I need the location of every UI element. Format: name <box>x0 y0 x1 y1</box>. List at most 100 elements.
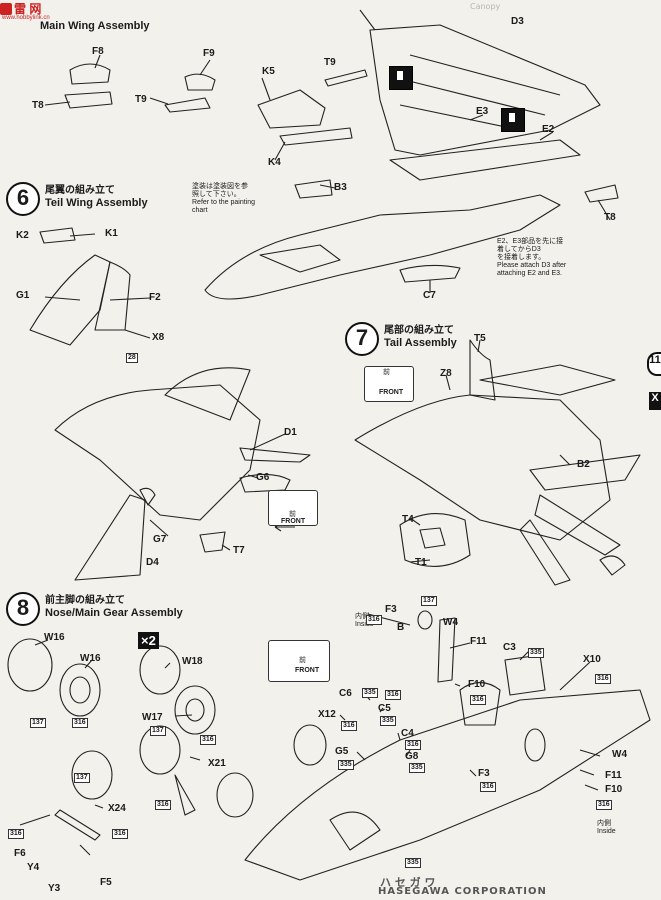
paint-code-badge: 316 <box>366 615 382 625</box>
step-6-number: 6 <box>6 182 40 216</box>
step-6-title-jp: 尾翼の組み立て <box>45 185 115 196</box>
front-direction-box: 前 FRONT <box>268 640 330 682</box>
watermark-title: 雷 网 <box>14 2 42 16</box>
footer-brand-jp: ハ セ ガ ワ <box>380 876 436 889</box>
part-label: F3 <box>385 604 397 615</box>
part-label: F3 <box>478 768 490 779</box>
step-6-title-en: Teil Wing Assembly <box>45 197 148 209</box>
part-label: G7 <box>153 534 167 545</box>
paint-code-badge: 316 <box>595 674 611 684</box>
footer-brand-en: HASEGAWA CORPORATION <box>378 886 547 897</box>
part-label: D1 <box>284 427 297 438</box>
paint-code-badge: 335 <box>380 716 396 726</box>
step-7-number: 7 <box>345 322 379 356</box>
paint-code-badge: 316 <box>385 690 401 700</box>
part-label: K4 <box>268 157 281 168</box>
x-tab: X <box>649 392 661 410</box>
front-direction-box: 前 FRONT <box>364 366 414 402</box>
part-label: T8 <box>32 100 44 111</box>
paint-code-badge: 316 <box>470 695 486 705</box>
part-label: F11 <box>605 770 622 781</box>
paint-code-badge: 137 <box>421 596 437 606</box>
paint-code-badge: 28 <box>126 353 138 363</box>
part-label: W18 <box>182 656 203 667</box>
paint-code-badge: 316 <box>596 800 612 810</box>
part-label: T9 <box>324 57 336 68</box>
watermark: 雷 网 <box>0 0 41 17</box>
paint-code-badge: 316 <box>112 829 128 839</box>
quantity-badge: ×2 <box>138 632 159 649</box>
painting-note: 塗装は塗装図を参 照して下さい。 Refer to the painting c… <box>192 183 256 214</box>
step-8-heading: 8 前主脚の組み立て Nose/Main Gear Assembly <box>6 592 183 626</box>
step-6-heading: 6 尾翼の組み立て Teil Wing Assembly <box>6 182 148 216</box>
part-label: W16 <box>80 653 101 664</box>
part-label: Z8 <box>440 368 452 379</box>
part-label: Y3 <box>48 883 61 894</box>
part-label: X21 <box>208 758 226 769</box>
watermark-url: www.hobbylink.cn <box>2 15 50 21</box>
part-label: K1 <box>105 228 118 239</box>
paint-code-badge: 316 <box>72 718 88 728</box>
part-label: K5 <box>262 66 275 77</box>
part-label: D4 <box>146 557 159 568</box>
part-label: T9 <box>135 94 147 105</box>
step-5-title-en: Main Wing Assembly <box>40 20 150 32</box>
part-label: F11 <box>470 636 487 647</box>
part-label: Y4 <box>27 862 40 873</box>
paint-code-badge: 316 <box>405 740 421 750</box>
part-label: C7 <box>423 290 436 301</box>
paint-code-badge: 335 <box>409 763 425 773</box>
part-label: F10 <box>468 679 486 690</box>
header-fragment: Canopy <box>470 2 501 11</box>
part-label: T1 <box>415 557 427 568</box>
part-label: K2 <box>16 230 29 241</box>
part-label: X10 <box>583 654 601 665</box>
part-label: G6 <box>256 472 270 483</box>
part-label: X12 <box>318 709 336 720</box>
part-label: F8 <box>92 46 104 57</box>
part-label: G8 <box>405 751 419 762</box>
part-label: W16 <box>44 632 65 643</box>
part-label: W17 <box>142 712 163 723</box>
part-label: X8 <box>152 332 165 343</box>
part-label: T8 <box>604 212 616 223</box>
part-label: B2 <box>577 459 590 470</box>
step-5-heading: Main Wing Assembly <box>40 18 150 33</box>
paint-code-badge: 316 <box>155 800 171 810</box>
part-label: F6 <box>14 848 26 859</box>
front-direction-box: 前 FRONT <box>268 490 318 526</box>
paint-code-badge: 335 <box>405 858 421 868</box>
step-11-tab: 11 <box>647 352 661 376</box>
step-8-title-en: Nose/Main Gear Assembly <box>45 607 183 619</box>
step-8-number: 8 <box>6 592 40 626</box>
part-label: G5 <box>335 746 349 757</box>
part-label: G1 <box>16 290 30 301</box>
part-label: C3 <box>503 642 516 653</box>
part-label: B3 <box>334 182 347 193</box>
step-7-heading: 7 尾部の組み立て Tail Assembly <box>345 322 457 356</box>
part-label: F2 <box>149 292 161 303</box>
paint-code-badge: 316 <box>8 829 24 839</box>
watermark-logo-icon <box>0 2 12 15</box>
paint-code-badge: 316 <box>341 721 357 731</box>
part-label: X24 <box>108 803 126 814</box>
part-label: W4 <box>443 617 458 628</box>
part-label: C5 <box>378 703 391 714</box>
paint-code-badge: 335 <box>528 648 544 658</box>
part-label: T4 <box>402 514 414 525</box>
paint-code-badge: 137 <box>150 726 166 736</box>
part-label: E2 <box>542 124 555 135</box>
paint-code-badge: 316 <box>200 735 216 745</box>
part-label: F10 <box>605 784 623 795</box>
part-label: E3 <box>476 106 489 117</box>
attach-note: E2、E3部品を先に接 着してからD3 を接着します。 Please attac… <box>497 238 567 277</box>
step-7-title-jp: 尾部の組み立て <box>384 325 454 336</box>
part-label: T7 <box>233 545 245 556</box>
step-8-title-jp: 前主脚の組み立て <box>45 595 125 606</box>
part-label: F9 <box>203 48 215 59</box>
part-label: T5 <box>474 333 486 344</box>
part-label: C4 <box>401 728 414 739</box>
